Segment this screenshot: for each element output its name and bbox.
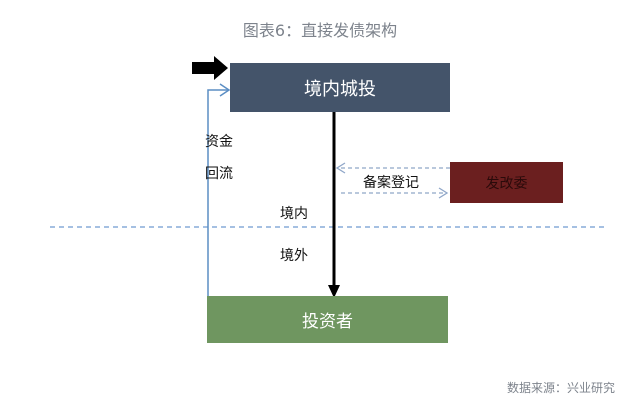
registration-label: 备案登记 bbox=[363, 175, 419, 191]
offshore-label: 境外 bbox=[280, 248, 308, 264]
fund-return-label-1: 资金 bbox=[205, 134, 233, 150]
source-note: 数据来源：兴业研究 bbox=[506, 381, 615, 395]
issuer-node: 境内城投 bbox=[230, 63, 450, 112]
fund-return-label-2: 回流 bbox=[205, 166, 233, 182]
onshore-label: 境内 bbox=[280, 206, 308, 222]
fund-return-arrowhead bbox=[219, 83, 231, 97]
investor-node: 投资者 bbox=[207, 296, 448, 343]
chart-title: 图表6：直接发债架构 bbox=[242, 21, 398, 40]
issuance-arrowhead bbox=[328, 285, 340, 298]
fund-return-line bbox=[207, 89, 228, 297]
ndrc-node: 发改委 bbox=[450, 162, 563, 203]
registration-arrowhead bbox=[438, 187, 449, 199]
registration-return-arrowhead bbox=[335, 162, 346, 174]
entry-arrow bbox=[192, 56, 228, 80]
